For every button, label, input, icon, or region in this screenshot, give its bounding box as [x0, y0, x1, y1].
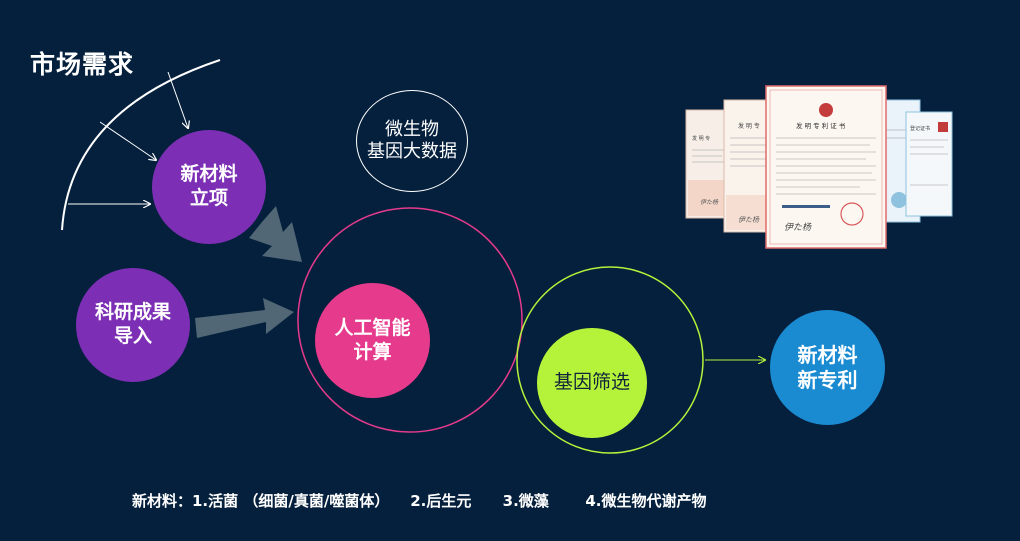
gene-screening-node: 基因筛选 [537, 328, 647, 438]
svg-text:伊た杨: 伊た杨 [784, 222, 812, 233]
demand-arrow-1 [167, 71, 188, 128]
market-arc [61, 59, 221, 231]
certificate-center: 发 明 专 利 证 书 伊た杨 [765, 85, 887, 249]
material-line-1: 新材料 [180, 163, 238, 186]
svg-text:伊た杨: 伊た杨 [700, 198, 719, 206]
flow-arrow-material [249, 206, 302, 262]
svg-text:发 明 专 利 证 书: 发 明 专 利 证 书 [796, 121, 846, 130]
ai-line-1: 人工智能 [334, 316, 411, 339]
ai-line-2: 计算 [353, 340, 392, 363]
svg-text:发 明 专: 发 明 专 [738, 122, 760, 130]
ai-compute-node: 人工智能 计算 [315, 283, 430, 398]
market-demand-title: 市场需求 [30, 50, 135, 79]
new-patent-node: 新材料 新专利 [770, 310, 885, 425]
research-line-2: 导入 [113, 325, 152, 347]
demand-arrow-2 [99, 121, 156, 160]
svg-text:登记证书: 登记证书 [910, 125, 930, 132]
screen-ring [516, 266, 704, 454]
screen-label: 基因筛选 [553, 371, 630, 394]
ai-ring [297, 207, 523, 433]
research-results-node: 科研成果 导入 [76, 268, 190, 382]
svg-text:发 明 专: 发 明 专 [692, 135, 710, 142]
material-line-2: 立项 [189, 187, 228, 209]
svg-text:伊た杨: 伊た杨 [738, 216, 760, 224]
certificate-right: 登记证书 [905, 111, 953, 217]
patent-line-2: 新专利 [797, 367, 858, 392]
bigdata-line-2: 基因大数据 [367, 141, 457, 162]
new-material-project-node: 新材料 立项 [152, 130, 266, 244]
flow-arrow-research [195, 298, 294, 338]
material-footnote: 新材料：1.活菌 （细菌/真菌/噬菌体） 2.后生元 3.微藻 4.微生物代谢产… [132, 492, 707, 510]
bigdata-line-1: 微生物 [385, 118, 439, 140]
research-line-1: 科研成果 [94, 301, 171, 324]
patent-line-1: 新材料 [797, 342, 858, 367]
certificate-stack: 发 明 专 伊た杨 发 明 专 伊た杨 [685, 85, 953, 249]
microbe-bigdata-node: 微生物 基因大数据 [356, 90, 468, 192]
